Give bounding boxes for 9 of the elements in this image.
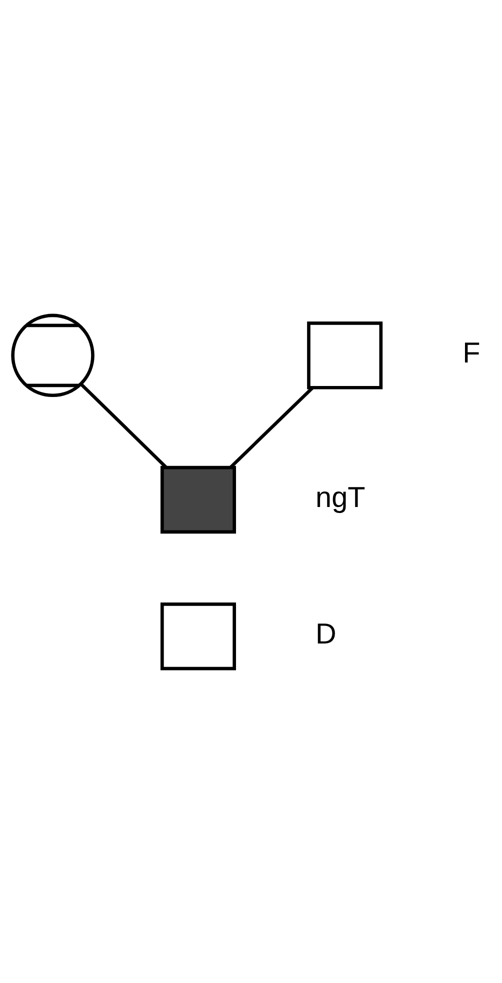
connector xyxy=(80,382,168,468)
node-label: D xyxy=(316,618,336,650)
node-box xyxy=(160,602,236,670)
node-box xyxy=(307,321,383,389)
connector xyxy=(229,386,314,468)
node-label: F xyxy=(462,336,480,369)
node-circle xyxy=(11,313,94,397)
node-label: ngT xyxy=(316,481,366,514)
node-box xyxy=(160,465,236,534)
